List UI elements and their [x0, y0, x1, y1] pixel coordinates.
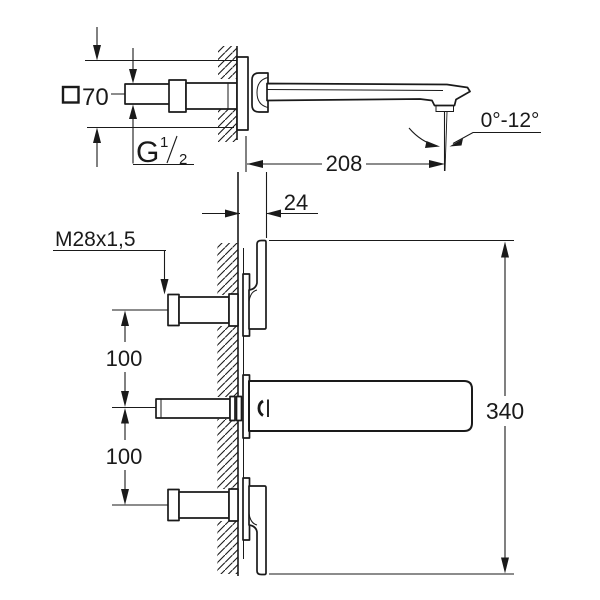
spout-projection-annotation: 208 [245, 136, 445, 176]
valve-thread-dimension: M28x1,5 [55, 228, 136, 251]
spout-side-view: 0°-12° 70 G 1 2 [61, 27, 541, 176]
upper-lever-handle [242, 239, 267, 337]
valve-thread-annotation: M28x1,5 [53, 228, 169, 295]
spout-outline [266, 82, 471, 112]
upper-valve-body [167, 293, 239, 327]
brand-logo-mark [257, 399, 269, 417]
water-stream-lines [443, 111, 448, 172]
spout-base-bezel [251, 72, 269, 113]
thread-size-numerator: 1 [160, 134, 168, 151]
spout-union-body [155, 395, 243, 422]
thread-size-letter: G [136, 136, 159, 169]
handle-spacing-lower-dimension: 100 [106, 444, 143, 469]
aerator-mouthpiece [435, 105, 454, 112]
aerator-angle-dimension: 0°-12° [481, 109, 540, 132]
spout-projection-dimension: 208 [326, 151, 363, 176]
assembly-side-view: M28x1,5 24 100 100 [53, 172, 524, 576]
square-symbol-icon [61, 85, 80, 104]
wall-depth-annotation: 24 [202, 172, 318, 238]
lower-lever-handle [242, 477, 267, 576]
upper-spacing-annotation: 100 [106, 310, 143, 407]
handle-spacing-upper-dimension: 100 [106, 346, 143, 371]
wall-depth-dimension: 24 [284, 190, 308, 215]
square-size-annotation: 70 [61, 27, 237, 167]
lower-spacing-annotation: 100 [106, 408, 143, 505]
spout-concealed-union [111, 79, 238, 113]
aerator-angle-annotation: 0°-12° [408, 109, 541, 148]
overall-height-dimension: 340 [486, 398, 524, 424]
lower-valve-body [167, 488, 239, 522]
fraction-slash [166, 135, 178, 164]
spout-escutcheon-side [236, 56, 249, 131]
thread-size-annotation: G 1 2 [129, 48, 194, 169]
square-size-dimension: 70 [82, 84, 109, 111]
spout-front-body [242, 374, 473, 439]
overall-height-annotation: 340 [269, 239, 524, 575]
thread-size-denominator: 2 [179, 151, 187, 168]
